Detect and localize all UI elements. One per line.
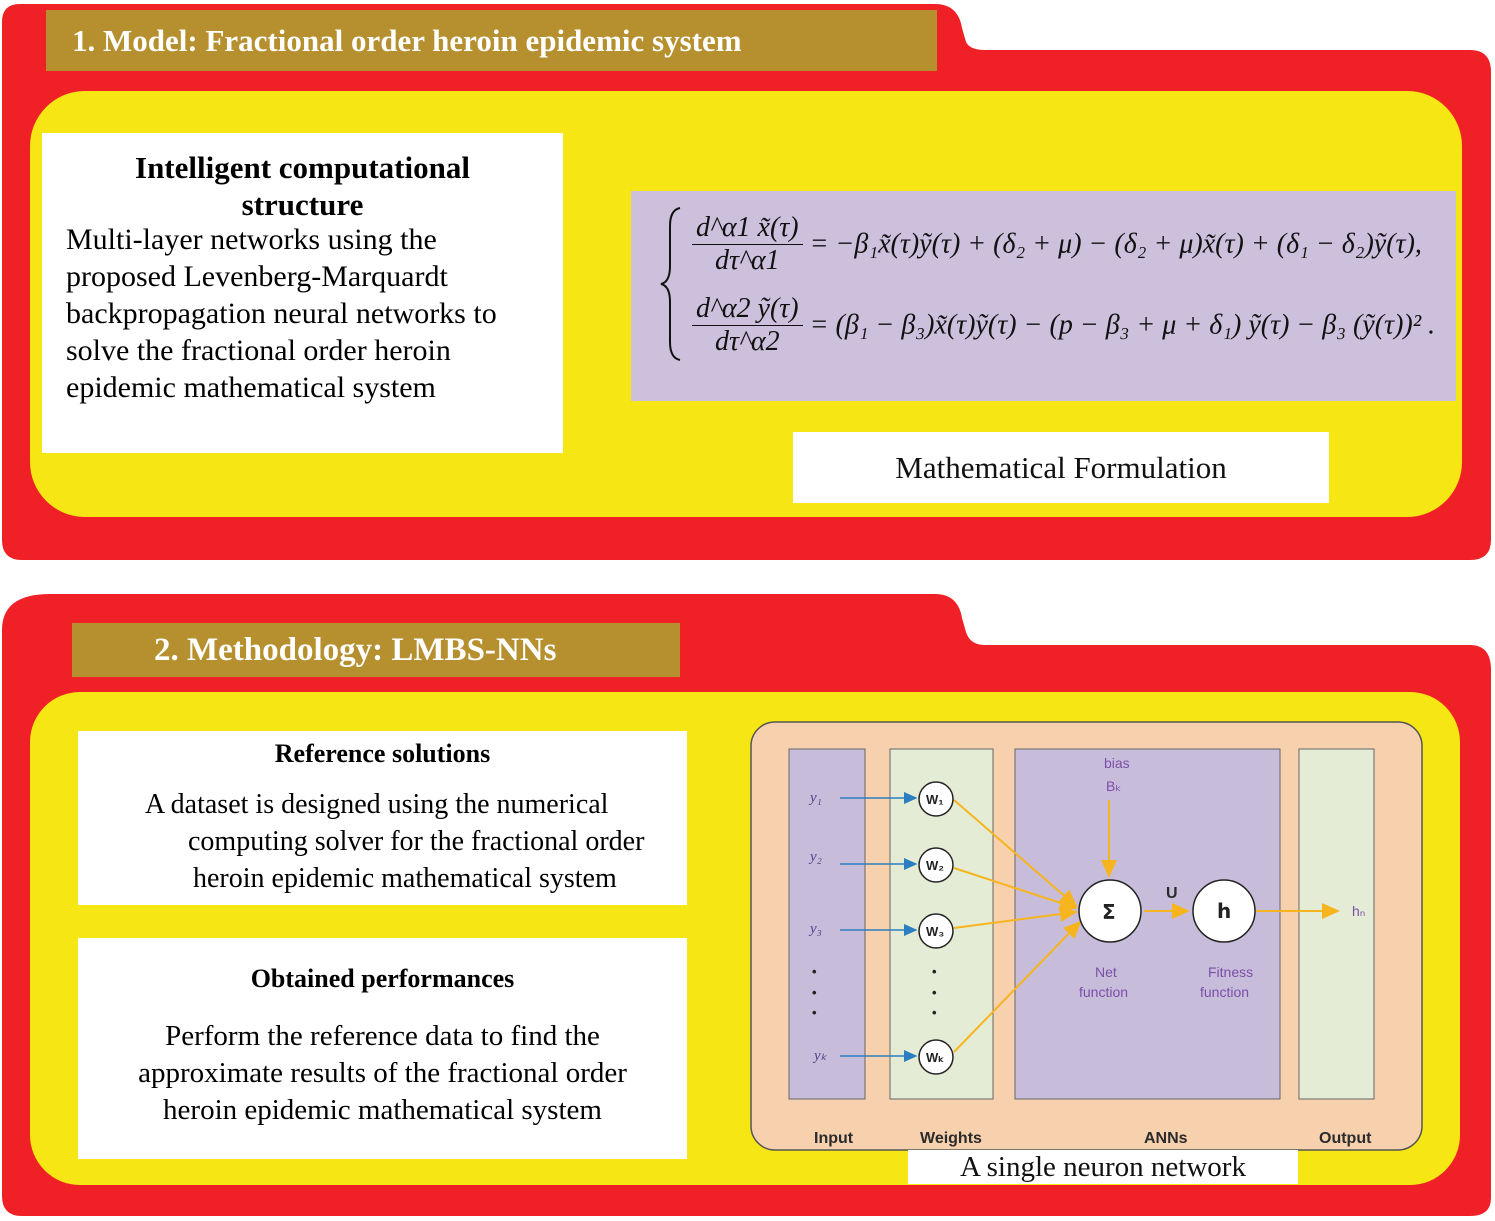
structure-heading: Intelligent computational structure [66, 149, 539, 223]
performance-heading: Obtained performances [250, 964, 515, 993]
input-ellipsis-2: • [812, 985, 817, 1000]
structure-heading-line2: structure [241, 187, 364, 222]
equation-1-denominator: dτ^α1 [715, 245, 780, 276]
column-label-anns: ANNs [1144, 1130, 1188, 1147]
sum-node [1078, 879, 1142, 943]
output-column [1298, 748, 1375, 1100]
model-section-title: 1. Model: Fractional order heroin epidem… [46, 10, 937, 71]
weight-ellipsis-1: • [932, 964, 937, 979]
equation-1: d^α1 x̃(τ) dτ^α1 = −β₁x̃(τ)ỹ(τ) + (δ₂ + … [692, 212, 1422, 277]
connection-w2 [953, 867, 1078, 911]
fitness-function-line2: function [1200, 984, 1249, 1000]
formulation-caption: Mathematical Formulation [793, 432, 1329, 503]
net-function-line2: function [1079, 984, 1128, 1000]
reference-line1: A dataset is designed using the numerica… [145, 789, 609, 820]
weight-ellipsis-3: • [932, 1005, 937, 1020]
input-label-2: y₂ [808, 849, 822, 865]
reference-line2: computing solver for the fractional orde… [188, 826, 645, 857]
sum-symbol: Σ [1102, 900, 1116, 924]
equation-2-rhs: = (β₁ − β₃)x̃(τ)ỹ(τ) − (p − β₃ + μ + δ₁)… [809, 309, 1436, 341]
weight-node-2 [918, 847, 954, 883]
input-ellipsis-1: • [812, 964, 817, 979]
connection-wk [953, 920, 1082, 1053]
network-caption: A single neuron network [908, 1150, 1298, 1184]
input-ellipsis-3: • [812, 1005, 817, 1020]
structure-heading-line1: Intelligent computational [135, 150, 470, 185]
weight-label-3: W₃ [926, 924, 944, 939]
reference-heading: Reference solutions [274, 739, 491, 768]
reference-box: Reference solutions A dataset is designe… [78, 731, 687, 905]
anns-column [1014, 748, 1281, 1100]
h-symbol: h [1217, 899, 1231, 923]
structure-text: Multi-layer networks using the proposed … [66, 223, 497, 404]
equation-2-lhs: d^α2 ỹ(τ) dτ^α2 [692, 293, 803, 358]
input-label-1: y₁ [808, 790, 822, 806]
column-label-weights: Weights [920, 1130, 982, 1147]
structure-box: Intelligent computational structure Mult… [42, 133, 563, 453]
equation-1-lhs: d^α1 x̃(τ) dτ^α1 [692, 212, 803, 277]
weight-node-1 [918, 781, 954, 817]
weight-node-k [918, 1039, 954, 1075]
performance-line1: Perform the reference data to find the [165, 1020, 600, 1052]
network-caption-text: A single neuron network [960, 1150, 1246, 1183]
methodology-title-text: 2. Methodology: LMBS-NNs [154, 631, 557, 668]
equation-1-rhs: = −β₁x̃(τ)ỹ(τ) + (δ₂ + μ) − (δ₂ + μ)x̃(τ… [809, 228, 1422, 260]
bias-symbol: Bₖ [1106, 778, 1121, 794]
performance-line3: heroin epidemic mathematical system [163, 1094, 602, 1126]
equation-2-denominator: dτ^α2 [715, 326, 780, 357]
weight-label-1: W₁ [926, 792, 944, 807]
fitness-function-line1: Fitness [1208, 964, 1253, 980]
net-function-line1: Net [1095, 964, 1117, 980]
equation-2: d^α2 ỹ(τ) dτ^α2 = (β₁ − β₃)x̃(τ)ỹ(τ) − (… [692, 293, 1435, 358]
reference-line3: heroin epidemic mathematical system [193, 863, 617, 894]
weight-label-k: Wₖ [926, 1050, 944, 1065]
equation-brace [660, 207, 681, 361]
column-label-input: Input [814, 1130, 854, 1147]
connection-w1 [953, 799, 1078, 908]
input-label-k: yₖ [812, 1048, 828, 1064]
performance-line2: approximate results of the fractional or… [138, 1057, 627, 1089]
column-label-output: Output [1319, 1130, 1372, 1147]
weight-node-3 [918, 913, 954, 949]
output-symbol: hₙ [1352, 903, 1365, 919]
weight-ellipsis-2: • [932, 985, 937, 1000]
bias-label: bias [1104, 755, 1130, 771]
methodology-section-title: 2. Methodology: LMBS-NNs [72, 623, 680, 677]
performance-box: Obtained performances Perform the refere… [78, 938, 687, 1159]
model-title-text: 1. Model: Fractional order heroin epidem… [72, 22, 742, 58]
equation-1-numerator: d^α1 x̃(τ) [692, 212, 803, 245]
activation-node [1192, 879, 1256, 943]
formulation-caption-text: Mathematical Formulation [895, 449, 1227, 485]
u-label: U [1166, 885, 1178, 902]
connection-w3 [953, 906, 1078, 929]
weight-label-2: W₂ [926, 858, 944, 873]
input-label-3: y₃ [808, 921, 822, 937]
equation-2-numerator: d^α2 ỹ(τ) [692, 293, 803, 326]
input-column [788, 748, 866, 1100]
neural-network-diagram: y₁ y₂ y₃ yₖ • • • W₁ W₂ W₃ Wₖ • • • bias… [750, 721, 1423, 1151]
equation-box [631, 191, 1456, 401]
